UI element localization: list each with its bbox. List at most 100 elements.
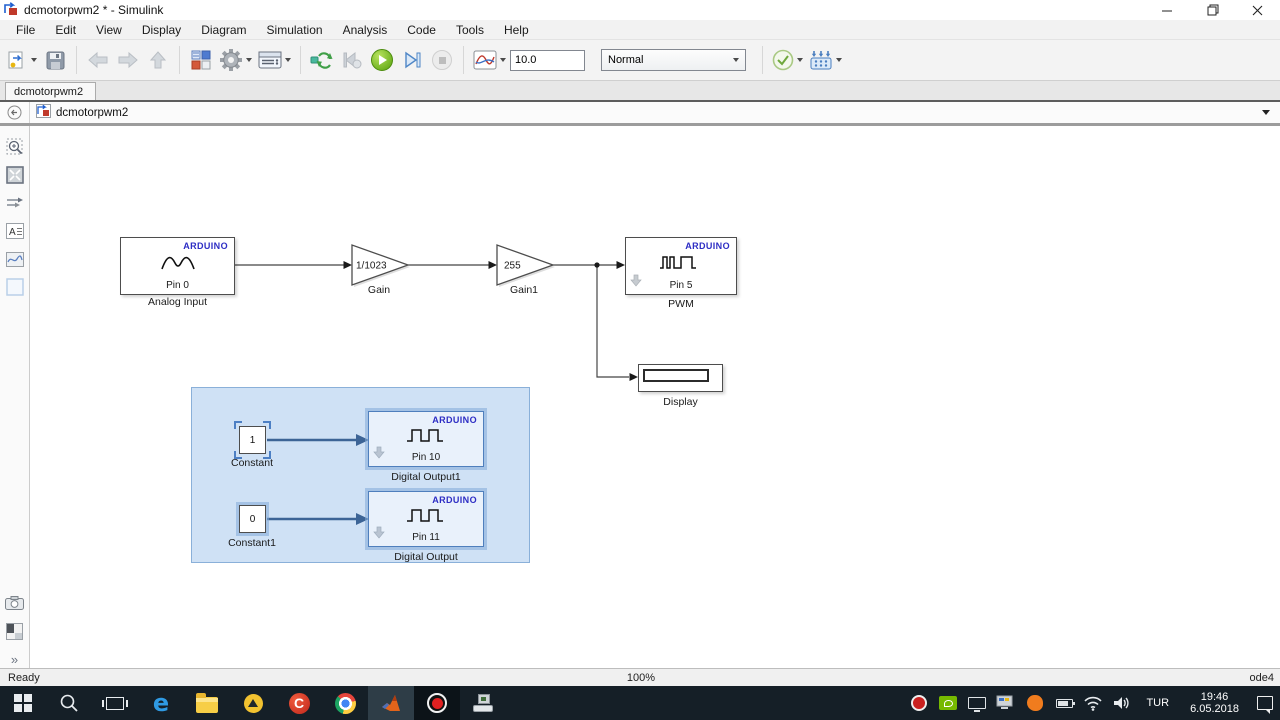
ccleaner-app-button[interactable]: C bbox=[276, 686, 322, 720]
digital-output-block[interactable]: ARDUINO Pin 11 bbox=[368, 491, 484, 547]
title-bar: dcmotorpwm2 * - Simulink bbox=[0, 0, 1280, 20]
gain1-label[interactable]: Gain1 bbox=[509, 284, 539, 296]
antivirus-app-button[interactable] bbox=[230, 686, 276, 720]
model-settings-caret-icon[interactable] bbox=[246, 58, 252, 62]
constant1-value: 0 bbox=[249, 513, 256, 525]
back-button[interactable] bbox=[84, 45, 112, 75]
chrome-app-button[interactable] bbox=[322, 686, 368, 720]
display-label[interactable]: Display bbox=[663, 396, 698, 408]
up-to-parent-button[interactable] bbox=[144, 45, 172, 75]
run-button[interactable] bbox=[368, 45, 396, 75]
gain-value: 1/1023 bbox=[356, 261, 387, 272]
image-curve-icon[interactable] bbox=[5, 250, 25, 268]
model-settings-button[interactable] bbox=[217, 45, 254, 75]
library-browser-button[interactable] bbox=[187, 45, 215, 75]
digital-output-label[interactable]: Digital Output bbox=[394, 551, 458, 563]
restore-button[interactable] bbox=[1190, 0, 1235, 20]
gain-block[interactable]: 1/1023 bbox=[351, 244, 410, 287]
menu-display[interactable]: Display bbox=[141, 22, 182, 37]
new-model-button[interactable] bbox=[6, 45, 39, 75]
stop-button[interactable] bbox=[428, 45, 456, 75]
annotation-icon[interactable]: A bbox=[5, 222, 25, 240]
battery-icon[interactable] bbox=[1053, 692, 1075, 714]
breadcrumb-dropdown-icon[interactable] bbox=[1262, 110, 1270, 115]
model-configuration-button[interactable] bbox=[256, 45, 293, 75]
menu-edit[interactable]: Edit bbox=[55, 22, 77, 37]
status-text: Ready bbox=[8, 671, 40, 684]
wifi-icon[interactable] bbox=[1082, 692, 1104, 714]
file-explorer-button[interactable] bbox=[184, 686, 230, 720]
simulation-data-inspector-button[interactable] bbox=[471, 45, 508, 75]
model-advisor-button[interactable] bbox=[770, 45, 805, 75]
matlab-app-button[interactable] bbox=[368, 686, 414, 720]
diagram-canvas[interactable]: 1/1023 255 ARDUINO bbox=[30, 126, 1280, 668]
action-center-icon[interactable] bbox=[1254, 692, 1276, 714]
menu-simulation[interactable]: Simulation bbox=[266, 22, 323, 37]
machine-app-button[interactable] bbox=[460, 686, 506, 720]
expand-chevrons-icon[interactable]: » bbox=[10, 651, 19, 667]
model-badge-palette-icon[interactable] bbox=[5, 622, 25, 640]
breadcrumb-model-name[interactable]: dcmotorpwm2 bbox=[56, 106, 129, 119]
hide-explorer-bar-button[interactable] bbox=[0, 102, 30, 123]
constant-block[interactable]: 1 bbox=[234, 421, 271, 459]
constant1-label[interactable]: Constant1 bbox=[228, 537, 276, 549]
analog-input-label[interactable]: Analog Input bbox=[148, 296, 207, 308]
nvidia-icon[interactable] bbox=[937, 692, 959, 714]
menu-diagram[interactable]: Diagram bbox=[201, 22, 247, 37]
area-icon[interactable] bbox=[5, 278, 25, 296]
stop-time-input[interactable] bbox=[510, 49, 585, 71]
digital-output-pin: Pin 11 bbox=[412, 532, 440, 543]
refresh-diagram-button[interactable] bbox=[308, 45, 336, 75]
signal-routing-icon[interactable] bbox=[5, 194, 25, 212]
pwm-label[interactable]: PWM bbox=[668, 298, 694, 310]
display-settings-icon[interactable] bbox=[995, 692, 1017, 714]
gain-label[interactable]: Gain bbox=[367, 284, 391, 296]
simulation-mode-dropdown[interactable]: Normal bbox=[601, 49, 746, 71]
search-button[interactable] bbox=[46, 686, 92, 720]
signal-wire[interactable] bbox=[235, 264, 629, 378]
screenshot-camera-icon[interactable] bbox=[5, 594, 25, 612]
arduino-brand-label: ARDUINO bbox=[432, 415, 477, 425]
analog-input-block[interactable]: ARDUINO Pin 0 bbox=[120, 237, 235, 295]
forward-button[interactable] bbox=[114, 45, 142, 75]
new-model-caret-icon[interactable] bbox=[31, 58, 37, 62]
digital-output1-label[interactable]: Digital Output1 bbox=[391, 471, 461, 483]
simulation-data-inspector-caret-icon[interactable] bbox=[500, 58, 506, 62]
pwm-block[interactable]: ARDUINO Pin 5 bbox=[625, 237, 737, 295]
model-configuration-caret-icon[interactable] bbox=[285, 58, 291, 62]
constant1-block[interactable]: 0 bbox=[239, 505, 266, 533]
close-button[interactable] bbox=[1235, 0, 1280, 20]
digital-output1-block[interactable]: ARDUINO Pin 10 bbox=[368, 411, 484, 467]
simulation-mode-caret-icon bbox=[733, 58, 739, 62]
menu-tools[interactable]: Tools bbox=[455, 22, 484, 37]
taskbar-clock[interactable]: 19:46 6.05.2018 bbox=[1182, 691, 1247, 715]
deploy-to-hardware-caret-icon[interactable] bbox=[836, 58, 842, 62]
menu-file[interactable]: File bbox=[16, 22, 36, 37]
monitor-icon[interactable] bbox=[966, 692, 988, 714]
save-button[interactable] bbox=[41, 45, 69, 75]
tray-record-icon[interactable] bbox=[908, 692, 930, 714]
screen-recorder-app-button[interactable] bbox=[414, 686, 460, 720]
avast-icon[interactable] bbox=[1024, 692, 1046, 714]
edge-app-button[interactable]: e bbox=[138, 686, 184, 720]
menu-analysis[interactable]: Analysis bbox=[342, 22, 388, 37]
model-advisor-caret-icon[interactable] bbox=[797, 58, 803, 62]
constant-label[interactable]: Constant bbox=[230, 457, 274, 469]
zoom-region-icon[interactable] bbox=[5, 138, 25, 156]
model-tab[interactable]: dcmotorpwm2 bbox=[5, 82, 97, 100]
step-forward-button[interactable] bbox=[398, 45, 426, 75]
menu-code[interactable]: Code bbox=[407, 22, 436, 37]
selected-signal-wire[interactable] bbox=[267, 438, 357, 521]
task-view-button[interactable] bbox=[92, 686, 138, 720]
step-back-button[interactable] bbox=[338, 45, 366, 75]
menu-help[interactable]: Help bbox=[503, 22, 529, 37]
language-indicator[interactable]: TUR bbox=[1146, 697, 1170, 709]
menu-view[interactable]: View bbox=[96, 22, 122, 37]
deploy-to-hardware-button[interactable] bbox=[807, 45, 844, 75]
fit-to-view-icon[interactable] bbox=[5, 166, 25, 184]
gain1-block[interactable]: 255 bbox=[496, 244, 555, 287]
volume-icon[interactable] bbox=[1111, 692, 1133, 714]
display-block[interactable] bbox=[638, 364, 723, 392]
minimize-button[interactable] bbox=[1145, 0, 1190, 20]
start-button[interactable] bbox=[0, 686, 46, 720]
